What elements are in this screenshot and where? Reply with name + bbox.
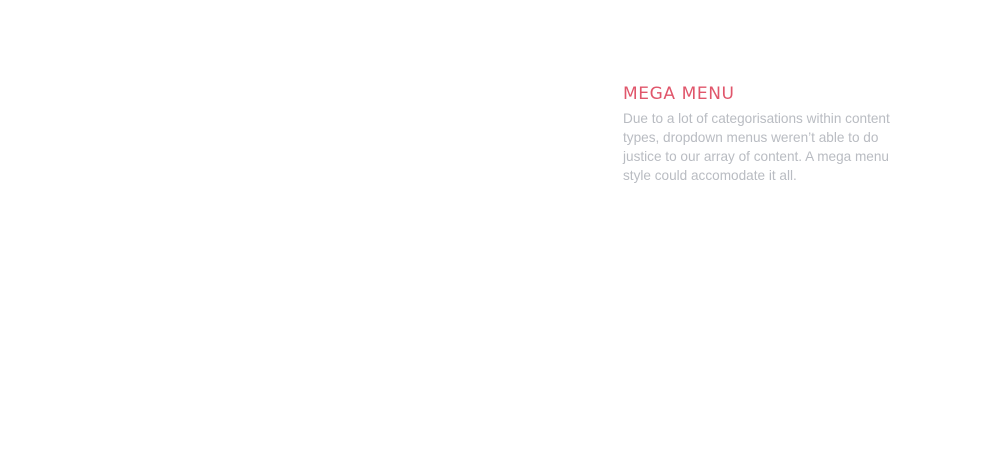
mega-menu-feature-block: MEGA MENU Due to a lot of categorisation… — [623, 84, 923, 185]
feature-title: MEGA MENU — [623, 84, 735, 104]
feature-description: Due to a lot of categorisations within c… — [623, 111, 890, 183]
